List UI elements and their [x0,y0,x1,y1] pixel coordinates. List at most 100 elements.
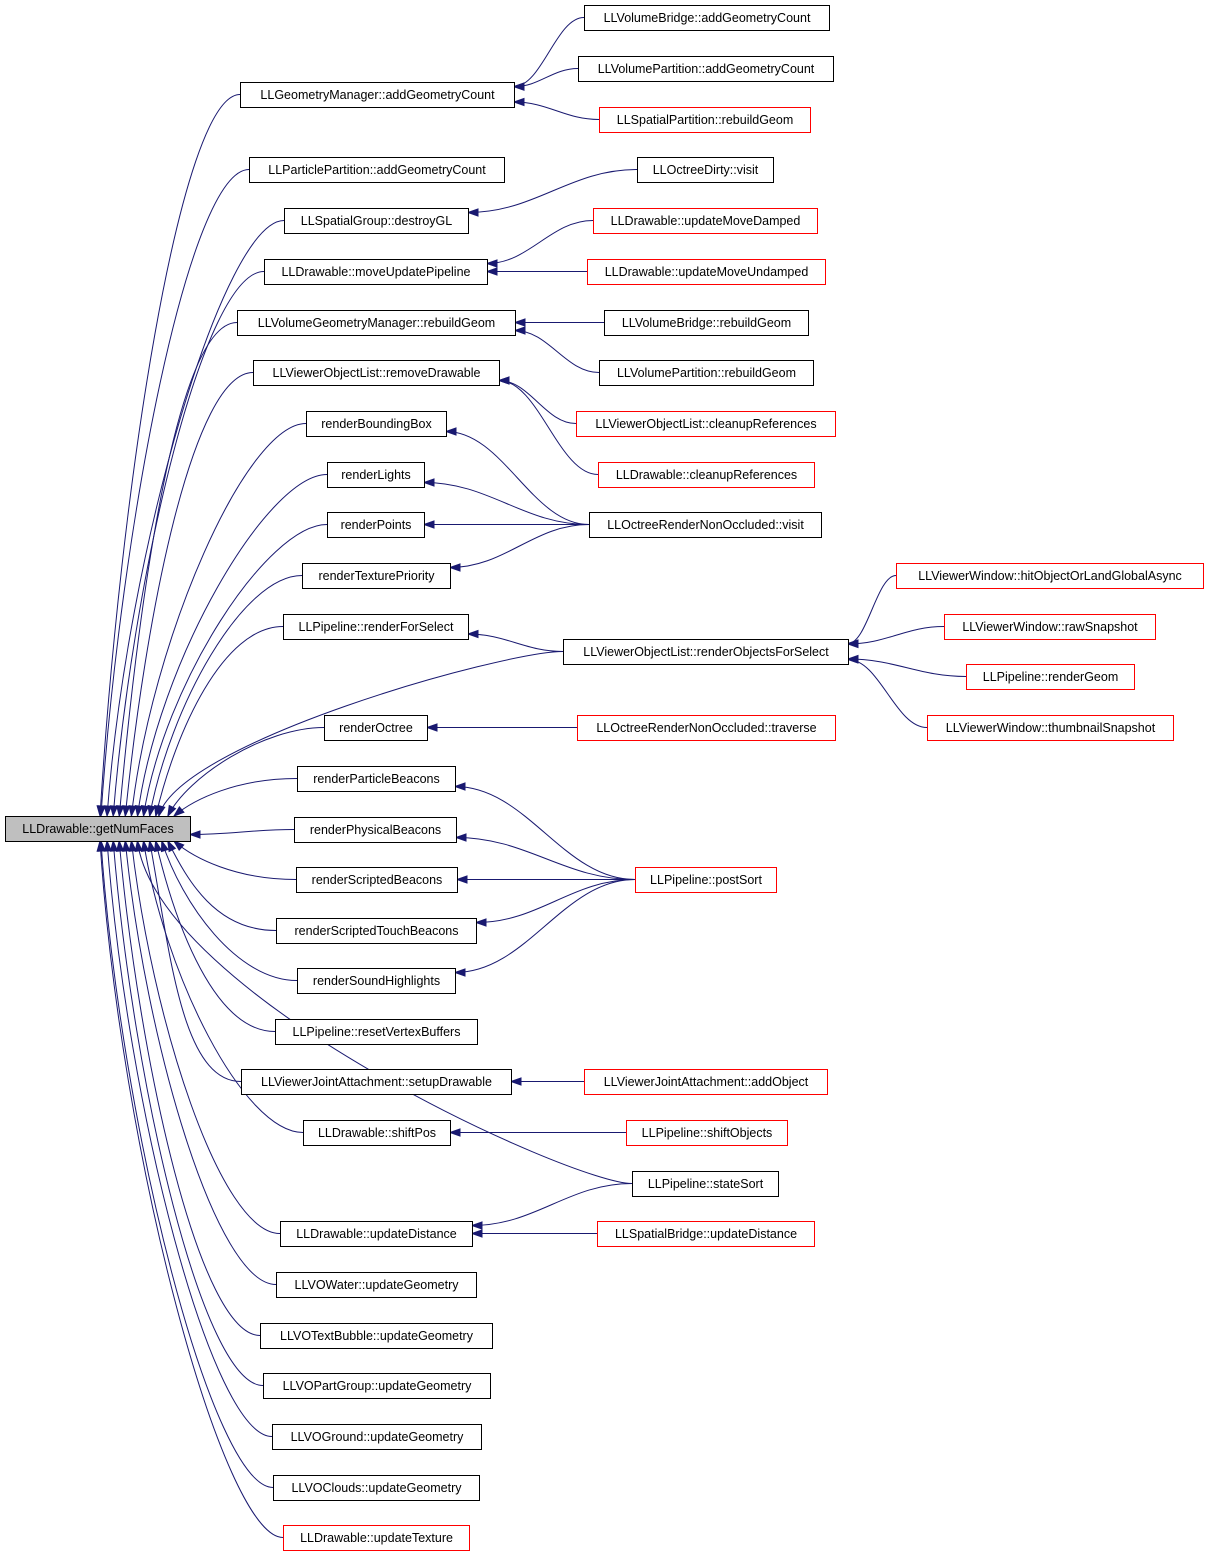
node-move-update-pipeline[interactable]: LLDrawable::moveUpdatePipeline [264,259,488,285]
node-vo-text-bubble[interactable]: LLVOTextBubble::updateGeometry [260,1323,493,1349]
arrowhead [454,833,467,842]
node-state-sort[interactable]: LLPipeline::stateSort [632,1171,779,1197]
node-setup-drawable[interactable]: LLViewerJointAttachment::setupDrawable [241,1069,512,1095]
node-label: LLViewerObjectList::renderObjectsForSele… [583,645,829,659]
node-octree-non-occ-traverse[interactable]: LLOctreeRenderNonOccluded::traverse [577,715,836,741]
node-vol-part-rebuild[interactable]: LLVolumePartition::rebuildGeom [599,360,814,386]
node-octree-dirty[interactable]: LLOctreeDirty::visit [637,157,774,183]
node-pipeline-render-for-select[interactable]: LLPipeline::renderForSelect [283,614,469,640]
node-label: LLVOWater::updateGeometry [295,1278,460,1292]
arrowhead [140,839,150,853]
node-render-sound-highlights[interactable]: renderSoundHighlights [297,968,456,994]
node-reset-vertex-buffers[interactable]: LLPipeline::resetVertexBuffers [275,1019,478,1045]
arrowhead [466,629,479,639]
arrowhead [485,259,498,268]
node-box [587,259,826,285]
node-label: LLViewerObjectList::cleanupReferences [595,417,816,431]
node-spatial-bridge-update-dist[interactable]: LLSpatialBridge::updateDistance [597,1221,815,1247]
node-box [944,614,1156,640]
node-shift-pos[interactable]: LLDrawable::shiftPos [303,1120,451,1146]
node-vo-water[interactable]: LLVOWater::updateGeometry [276,1272,477,1298]
node-label: renderScriptedTouchBeacons [295,924,459,938]
node-update-move-undamped[interactable]: LLDrawable::updateMoveUndamped [587,259,826,285]
node-render-texture-priority[interactable]: renderTexturePriority [302,563,451,589]
arrowhead [167,839,177,853]
node-update-move-damped[interactable]: LLDrawable::updateMoveDamped [593,208,818,234]
node-label: LLDrawable::moveUpdatePipeline [281,265,470,279]
edge-voGround-to-root [106,840,273,1437]
node-post-sort[interactable]: LLPipeline::postSort [635,867,777,893]
node-vol-geom-mgr-rebuild[interactable]: LLVolumeGeometryManager::rebuildGeom [237,310,516,336]
node-vo-ground[interactable]: LLVOGround::updateGeometry [272,1424,482,1450]
node-render-scripted-touch-beacons[interactable]: renderScriptedTouchBeacons [276,918,477,944]
node-update-distance[interactable]: LLDrawable::updateDistance [280,1221,473,1247]
edge-renderScriptedBeacons-to-root [173,840,297,880]
node-vol-bridge-add[interactable]: LLVolumeBridge::addGeometryCount [584,5,830,31]
arrowhead [109,839,119,852]
edge-voClouds-to-root [100,840,274,1488]
arrowhead [140,804,150,818]
edge-stateSort-to-updateDistance [471,1183,633,1226]
node-render-scripted-beacons[interactable]: renderScriptedBeacons [296,867,458,893]
edge-postSort-to-renderSoundHighlights [454,879,636,973]
edge-postSort-to-renderPhysicalBeacons [455,837,636,880]
node-particle-part-add[interactable]: LLParticlePartition::addGeometryCount [249,157,505,183]
arrowhead [466,208,479,217]
node-remove-drawable[interactable]: LLViewerObjectList::removeDrawable [253,360,500,386]
node-geom-mgr-add[interactable]: LLGeometryManager::addGeometryCount [240,82,515,108]
node-box [577,715,836,741]
node-render-points[interactable]: renderPoints [327,512,425,538]
node-vol-bridge-rebuild[interactable]: LLVolumeBridge::rebuildGeom [604,310,809,336]
node-box [276,918,477,944]
node-box [927,715,1174,741]
edge-resetVertexBuffers-to-root [155,840,276,1032]
arrowhead [116,805,125,818]
node-box [578,56,834,82]
node-label: LLOctreeDirty::visit [653,163,759,177]
node-label: LLDrawable::updateMoveUndamped [605,265,809,279]
node-box [637,157,774,183]
node-box [327,512,425,538]
node-vo-clouds[interactable]: LLVOClouds::updateGeometry [273,1475,480,1501]
call-edges [96,17,967,1538]
node-label: LLSpatialPartition::rebuildGeom [617,113,794,127]
node-octree-non-occ-visit[interactable]: LLOctreeRenderNonOccluded::visit [589,512,822,538]
node-spatial-part-rebuild[interactable]: LLSpatialPartition::rebuildGeom [599,107,811,133]
node-drawable-cleanup[interactable]: LLDrawable::cleanupReferences [598,462,815,488]
edge-pipelineRenderForSelect-to-root [155,626,284,817]
node-render-objects-for-select[interactable]: LLViewerObjectList::renderObjectsForSele… [563,639,849,665]
node-box [241,1069,512,1095]
node-box [283,1525,470,1551]
node-root[interactable]: LLDrawable::getNumFaces [5,816,191,842]
node-render-physical-beacons[interactable]: renderPhysicalBeacons [294,817,457,843]
node-render-bounding-box[interactable]: renderBoundingBox [306,411,447,437]
node-add-object[interactable]: LLViewerJointAttachment::addObject [584,1069,828,1095]
node-hit-object[interactable]: LLViewerWindow::hitObjectOrLandGlobalAsy… [896,563,1204,589]
arrowhead [172,840,185,852]
node-render-octree[interactable]: renderOctree [324,715,428,741]
node-raw-snapshot[interactable]: LLViewerWindow::rawSnapshot [944,614,1156,640]
arrowhead [453,968,466,977]
node-render-geom[interactable]: LLPipeline::renderGeom [966,664,1135,690]
edge-renderSoundHighlights-to-root [161,840,298,981]
node-obj-list-cleanup[interactable]: LLViewerObjectList::cleanupReferences [576,411,836,437]
node-spatial-group-destroy[interactable]: LLSpatialGroup::destroyGL [284,208,469,234]
node-shift-objects[interactable]: LLPipeline::shiftObjects [626,1120,788,1146]
node-vol-part-add[interactable]: LLVolumePartition::addGeometryCount [578,56,834,82]
edge-renderObjectsForSelect-to-pipelineRenderForSelect [467,633,564,652]
node-box [275,1019,478,1045]
edge-renderParticleBeacons-to-root [173,778,298,817]
node-box [593,208,818,234]
edge-setupDrawable-to-root [149,840,242,1082]
edge-renderPoints-to-root [143,524,328,817]
arrowhead [509,1077,522,1086]
edge-voWater-to-root [124,840,277,1285]
arrowhead [846,639,859,649]
node-thumbnail-snapshot[interactable]: LLViewerWindow::thumbnailSnapshot [927,715,1174,741]
node-update-texture[interactable]: LLDrawable::updateTexture [283,1525,470,1551]
arrowhead [153,839,163,853]
node-render-lights[interactable]: renderLights [327,462,425,488]
edge-renderOctree-to-root [167,727,325,817]
node-render-particle-beacons[interactable]: renderParticleBeacons [297,766,456,792]
node-vo-part-group[interactable]: LLVOPartGroup::updateGeometry [263,1373,491,1399]
